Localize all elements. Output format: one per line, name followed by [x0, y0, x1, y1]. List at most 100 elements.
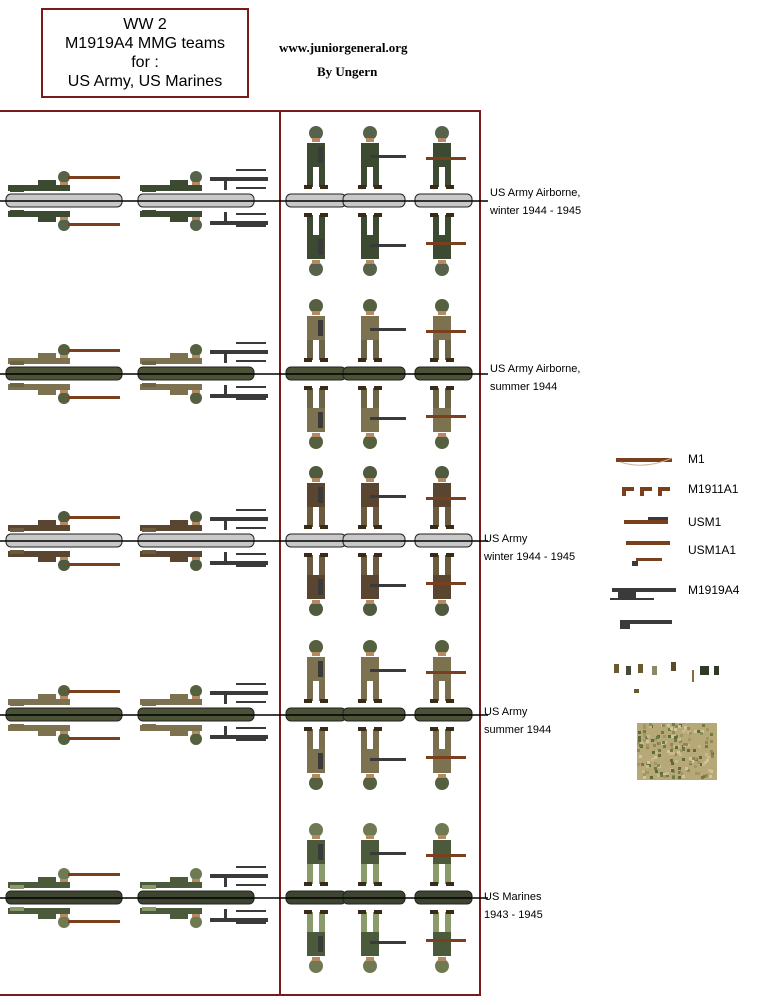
helmet-icon [435, 466, 449, 480]
equipment-icon [634, 689, 639, 693]
row-label-4: US Army summer 1944 [484, 706, 552, 736]
helmet-icon [190, 685, 202, 697]
tripod-icon [318, 239, 323, 255]
helmet-icon [58, 685, 70, 697]
helmet-icon [190, 219, 202, 231]
helmet-icon [435, 823, 449, 837]
frame-divider [279, 110, 281, 996]
helmet-icon [309, 640, 323, 654]
pistol-icon [622, 487, 634, 491]
rifle-icon [426, 939, 466, 942]
rifle-icon [68, 349, 120, 352]
legend-label-usm1a1: USM1A1 [688, 543, 737, 557]
helmet-icon [309, 262, 323, 276]
tripod-icon [318, 753, 323, 769]
helmet-icon [190, 916, 202, 928]
machine-gun-icon [210, 517, 268, 521]
carbine-icon [370, 852, 406, 855]
carbine-folding-icon [626, 541, 670, 545]
carbine-icon [370, 244, 406, 247]
weapons-legend [610, 457, 719, 780]
equipment-icon [652, 666, 657, 675]
legend-label-m1: M1 [688, 452, 705, 466]
rifle-icon [426, 497, 466, 500]
tripod-icon [318, 661, 323, 677]
row-label-5: US Marines 1943 - 1945 [484, 891, 543, 921]
helmet-icon [363, 823, 377, 837]
helmet-icon [309, 823, 323, 837]
helmet-icon [363, 299, 377, 313]
machine-gun-icon [620, 620, 672, 624]
helmet-icon [309, 776, 323, 790]
helmet-icon [58, 733, 70, 745]
tripod-icon [318, 487, 323, 503]
rifle-icon [426, 756, 466, 759]
helmet-icon [435, 299, 449, 313]
helmet-icon [435, 602, 449, 616]
carbine-icon [370, 495, 406, 498]
machine-gun-icon [210, 918, 268, 922]
helmet-icon [190, 171, 202, 183]
title-box: WW 2 M1919A4 MMG teams for : US Army, US… [41, 8, 249, 98]
rifle-icon [426, 330, 466, 333]
helmet-icon [435, 262, 449, 276]
helmet-icon [363, 262, 377, 276]
legend-label-usm1: USM1 [688, 515, 722, 529]
equipment-icon [714, 666, 719, 675]
row-label-2: US Army Airborne, summer 1944 [490, 363, 581, 393]
helmet-icon [435, 435, 449, 449]
rifle-icon [68, 690, 120, 693]
equipment-icon [671, 662, 676, 671]
helmet-icon [58, 559, 70, 571]
helmet-icon [190, 344, 202, 356]
title-line-4: US Army, US Marines [67, 73, 223, 90]
helmet-icon [363, 126, 377, 140]
equipment-icon [692, 670, 694, 682]
equipment-icon [614, 664, 619, 673]
rifle-m1-icon [616, 458, 672, 462]
machine-gun-icon [210, 874, 268, 878]
tripod-icon [318, 412, 323, 428]
helmet-icon [190, 559, 202, 571]
helmet-icon [309, 602, 323, 616]
equipment-icon [638, 664, 643, 673]
rifle-icon [426, 671, 466, 674]
helmet-icon [309, 126, 323, 140]
title-line-1: WW 2 [123, 16, 167, 33]
equipment-icon [626, 666, 631, 675]
helmet-icon [309, 435, 323, 449]
helmet-icon [435, 126, 449, 140]
tripod-icon [318, 579, 323, 595]
helmet-icon [190, 733, 202, 745]
figure-row-1 [0, 126, 488, 276]
machine-gun-icon [210, 177, 268, 181]
carbine-icon [370, 669, 406, 672]
helmet-icon [58, 868, 70, 880]
helmet-icon [309, 299, 323, 313]
helmet-icon [309, 466, 323, 480]
helmet-icon [309, 959, 323, 973]
helmet-icon [58, 916, 70, 928]
carbine-icon [624, 520, 668, 524]
rifle-icon [426, 854, 466, 857]
pistol-icon [658, 487, 670, 491]
legend-label-m1911a1: M1911A1 [688, 482, 739, 496]
row-label-3: US Army winter 1944 - 1945 [484, 533, 576, 563]
carbine-icon [370, 584, 406, 587]
helmet-icon [435, 776, 449, 790]
equipment-icon [700, 666, 709, 675]
website-link[interactable]: www.juniorgeneral.org [279, 40, 408, 55]
figure-row-2 [0, 299, 488, 449]
carbine-icon [370, 941, 406, 944]
helmet-icon [58, 511, 70, 523]
helmet-icon [363, 959, 377, 973]
tripod-icon [318, 320, 323, 336]
helmet-icon [435, 640, 449, 654]
rifle-icon [426, 157, 466, 160]
helmet-icon [363, 640, 377, 654]
machine-gun-icon [210, 350, 268, 354]
machine-gun-icon [210, 735, 268, 739]
helmet-icon [363, 435, 377, 449]
carbine-icon [370, 155, 406, 158]
